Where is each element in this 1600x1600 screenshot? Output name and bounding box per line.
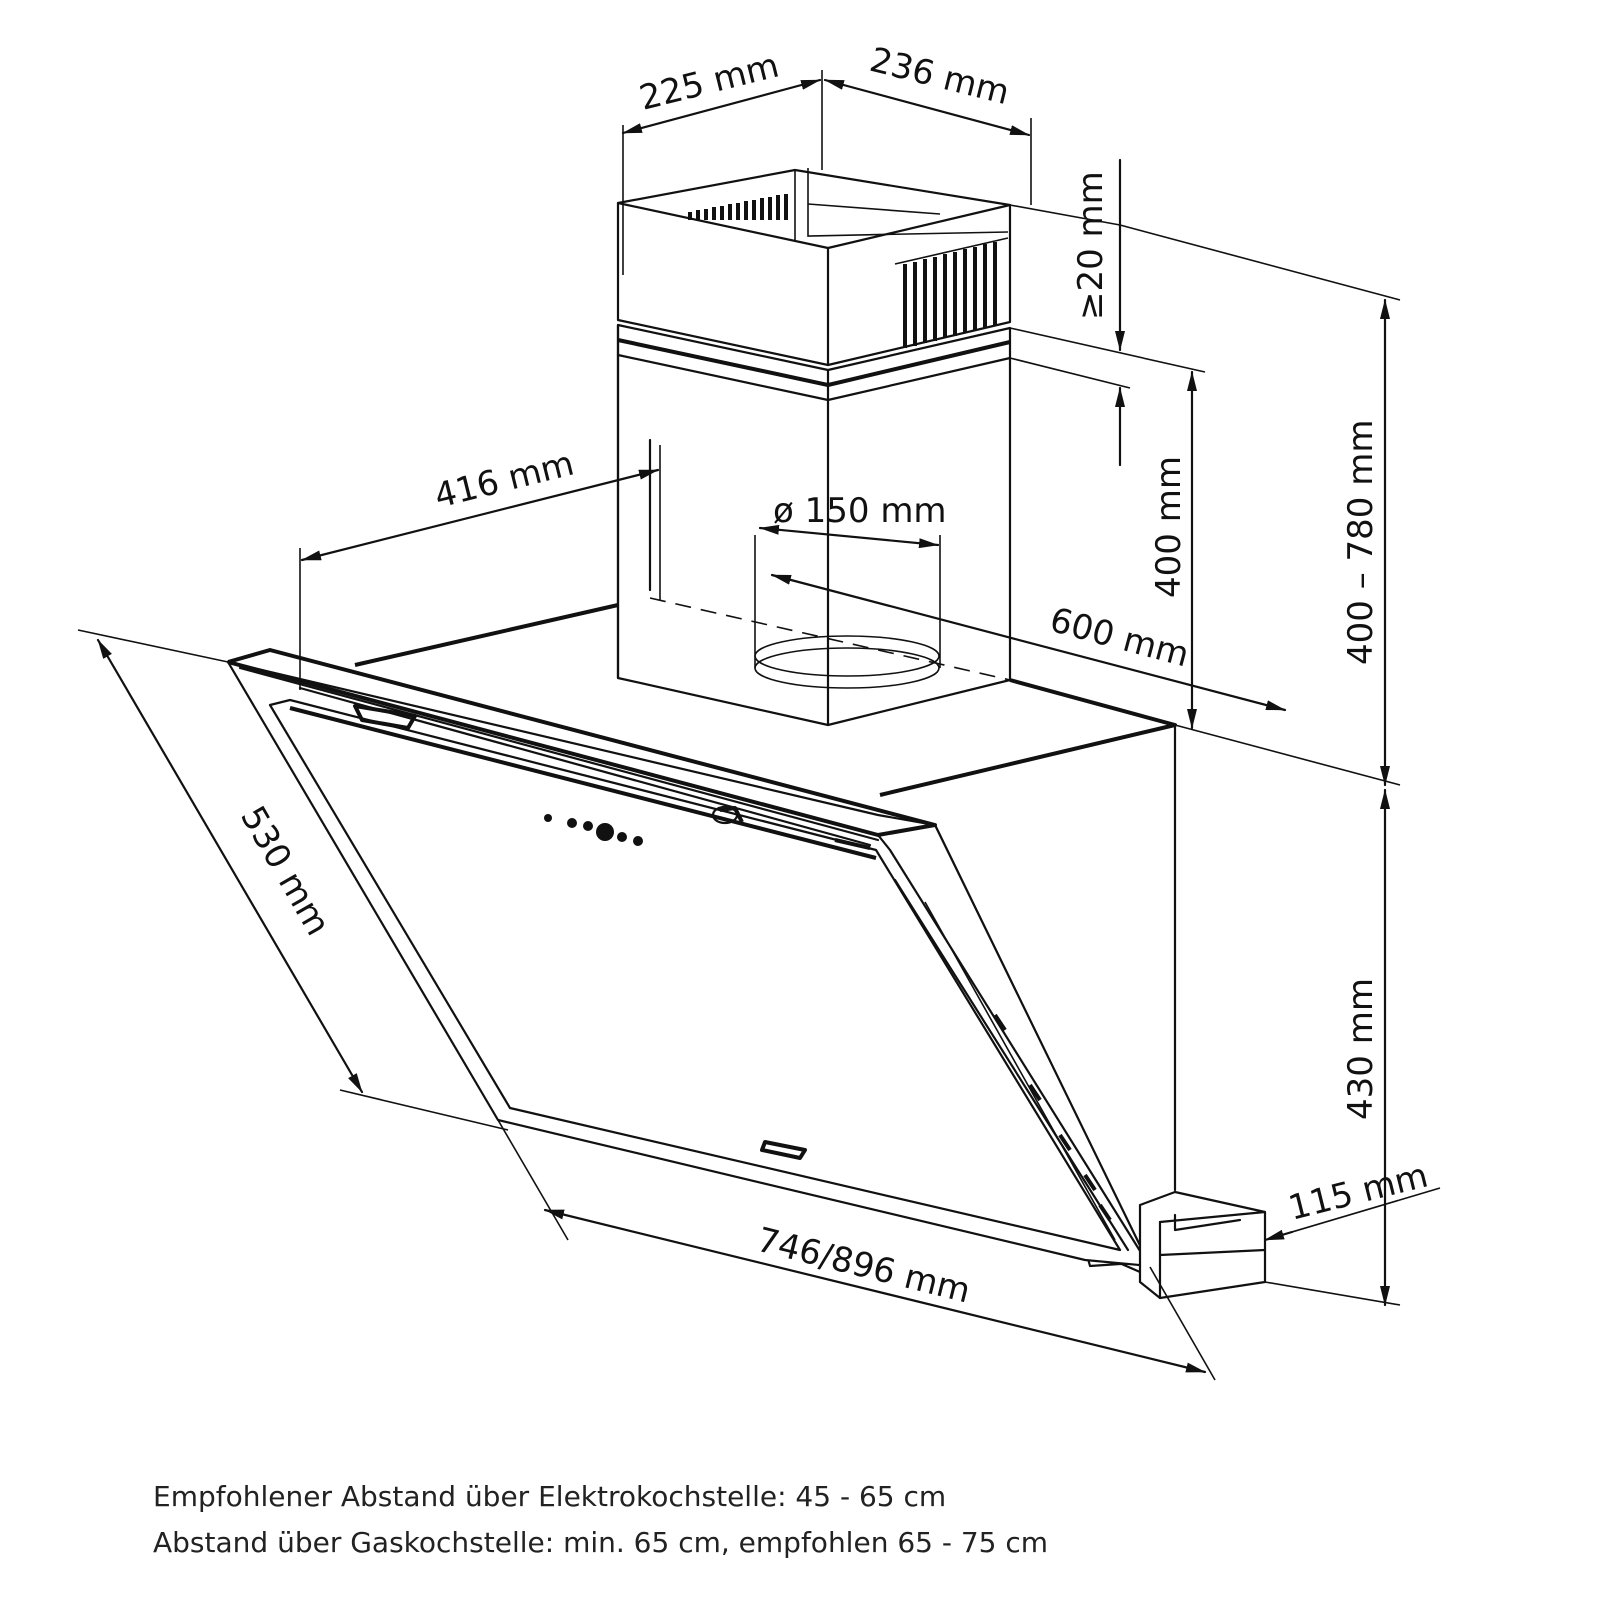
vent-slots-side bbox=[894, 237, 1009, 348]
chimney bbox=[616, 168, 1012, 727]
label-225mm: 225 mm bbox=[636, 46, 783, 119]
label-600mm: 600 mm bbox=[1046, 600, 1193, 675]
control-buttons bbox=[544, 814, 643, 846]
label-236mm: 236 mm bbox=[866, 40, 1013, 113]
label-400mm: 400 mm bbox=[1149, 456, 1189, 598]
vent-slots-rear bbox=[688, 194, 788, 220]
label-duct-diameter: ø 150 mm bbox=[773, 491, 947, 531]
label-430mm: 430 mm bbox=[1341, 978, 1381, 1120]
label-115mm: 115 mm bbox=[1285, 1156, 1432, 1229]
label-min-20mm: ≥20 mm bbox=[1071, 171, 1111, 320]
label-746-896mm: 746/896 mm bbox=[753, 1220, 974, 1312]
glass-panel bbox=[226, 648, 1152, 1274]
label-400-780mm: 400 – 780 mm bbox=[1341, 420, 1381, 665]
note-electric-cooktop: Empfohlener Abstand über Elektrokochstel… bbox=[153, 1480, 947, 1513]
dimension-lines bbox=[77, 70, 1441, 1381]
note-gas-cooktop: Abstand über Gaskochstelle: min. 65 cm, … bbox=[153, 1526, 1049, 1559]
label-416mm: 416 mm bbox=[431, 444, 578, 517]
